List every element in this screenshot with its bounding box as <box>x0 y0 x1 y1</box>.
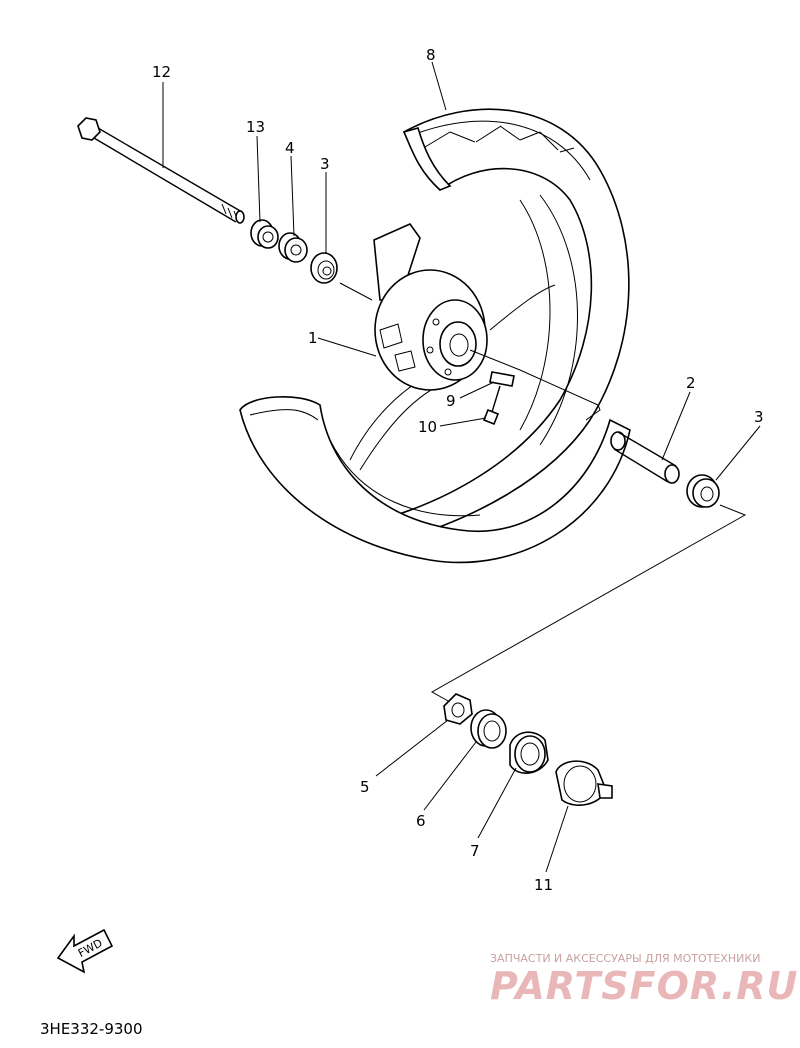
wheel-rim-part <box>239 194 631 564</box>
callout-4: 4 <box>285 139 295 157</box>
callout-9: 9 <box>446 392 456 410</box>
retainer-washer-part <box>443 693 473 725</box>
callout-8: 8 <box>426 46 436 64</box>
callout-labels: 12 13 4 3 8 1 9 10 2 3 5 6 7 11 <box>152 46 764 894</box>
hub-part <box>374 269 488 391</box>
callout-12: 12 <box>152 63 171 81</box>
drive-ring-part <box>509 731 549 774</box>
oil-seal-part <box>470 709 507 749</box>
callout-13: 13 <box>246 118 265 136</box>
diagram-code: 3HE332-9300 <box>40 1020 143 1038</box>
bearing-left-part <box>310 252 338 284</box>
axle-bolt-part <box>77 117 245 224</box>
callout-3-right: 3 <box>754 408 764 426</box>
callout-1: 1 <box>308 329 318 347</box>
watermark-site: PARTSFOR.RU <box>490 964 799 1008</box>
callout-7: 7 <box>470 842 480 860</box>
callout-2: 2 <box>686 374 696 392</box>
valve-part <box>482 371 515 426</box>
watermark-tagline: ЗАПЧАСТИ И АКСЕССУАРЫ ДЛЯ МОТОТЕХНИКИ <box>490 952 761 965</box>
axle-collar-part <box>610 431 680 484</box>
callout-leaders <box>162 61 761 873</box>
callout-10: 10 <box>418 418 437 436</box>
meter-gear-unit-part <box>555 760 613 806</box>
callout-3-left: 3 <box>320 155 330 173</box>
assembly-guide-lines <box>339 282 747 703</box>
bearing-right-part <box>686 474 720 508</box>
callout-5: 5 <box>360 778 370 796</box>
fwd-arrow-icon: FWD <box>56 928 114 974</box>
callout-6: 6 <box>416 812 426 830</box>
spacer-part <box>278 232 308 263</box>
callout-11: 11 <box>534 876 553 894</box>
collar-part <box>250 219 279 249</box>
